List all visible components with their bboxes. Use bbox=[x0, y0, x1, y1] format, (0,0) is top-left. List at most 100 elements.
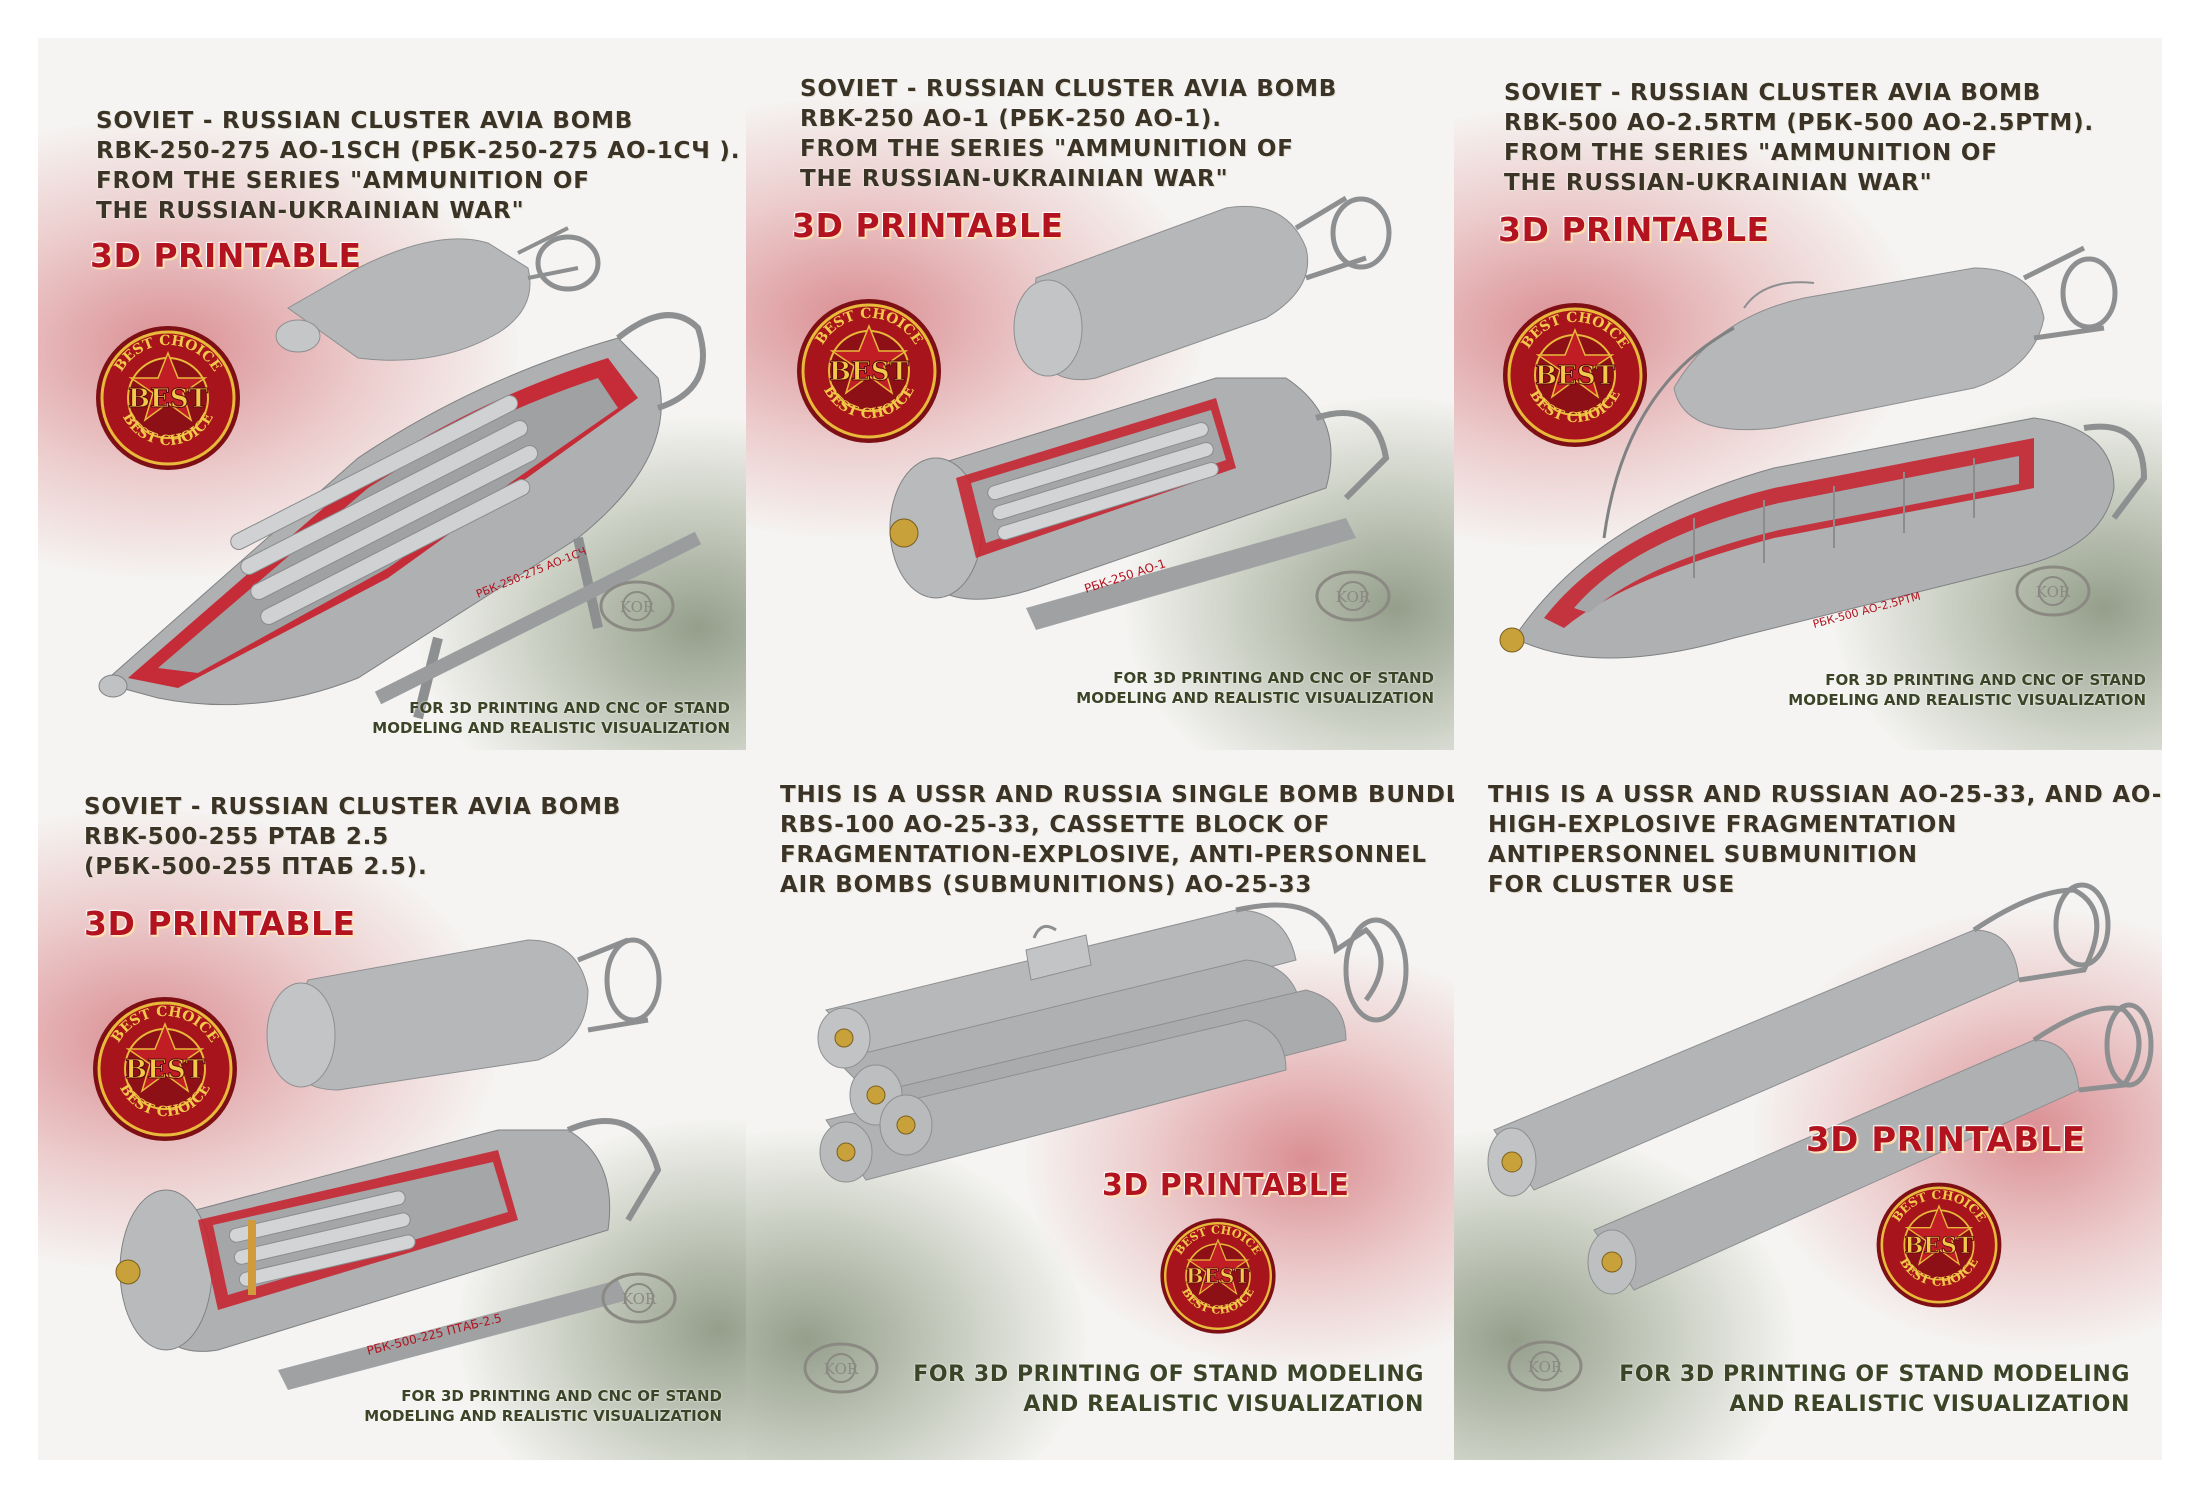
footer-line: FOR 3D PRINTING AND CNC OF STAND bbox=[1825, 671, 2146, 689]
bomb-illustration: РБК-250-275 АО-1СЧ bbox=[98, 226, 706, 720]
panel-title: SOVIET - RUSSIAN CLUSTER AVIA BOMB RBK-5… bbox=[84, 792, 621, 882]
best-choice-seal: BEST BEST CHOICE BEST CHOICE bbox=[1876, 1182, 2002, 1308]
svg-text:KOR: KOR bbox=[622, 1290, 657, 1308]
kor-logo: KOR bbox=[1507, 1340, 1583, 1392]
panel-footer: FOR 3D PRINTING AND CNC OF STAND MODELIN… bbox=[364, 1386, 722, 1426]
panel-footer: FOR 3D PRINTING OF STAND MODELING AND RE… bbox=[913, 1360, 1424, 1420]
svg-text:KOR: KOR bbox=[1336, 588, 1371, 606]
printable-badge: 3D PRINTABLE bbox=[90, 236, 362, 275]
bomb-bundle bbox=[817, 902, 1409, 1183]
title-line: RBK-250 AO-1 (РБК-250 АО-1). bbox=[800, 106, 1222, 132]
kor-logo: KOR bbox=[2015, 565, 2091, 617]
bomb-cutaway-main bbox=[98, 312, 706, 720]
footer-line: FOR 3D PRINTING OF STAND MODELING bbox=[1619, 1362, 2130, 1387]
bomb-cutaway-main bbox=[115, 1118, 662, 1390]
title-line: RBK-250-275 AO-1SCH (РБК-250-275 АО-1СЧ … bbox=[96, 138, 741, 164]
title-line: SOVIET - RUSSIAN CLUSTER AVIA BOMB bbox=[800, 76, 1338, 102]
product-panel-4: SOVIET - RUSSIAN CLUSTER AVIA BOMB RBK-5… bbox=[38, 750, 746, 1460]
bomb-illustration: РБК-500 АО-2.5РТМ bbox=[1499, 245, 2148, 659]
title-line: (РБК-500-255 ПТАБ 2.5). bbox=[84, 854, 428, 880]
svg-text:BEST: BEST bbox=[125, 1055, 206, 1085]
footer-line: MODELING AND REALISTIC VISUALIZATION bbox=[364, 1407, 722, 1425]
bomb-illustration bbox=[817, 902, 1409, 1183]
panel-title: SOVIET - RUSSIAN CLUSTER AVIA BOMB RBK-2… bbox=[800, 74, 1337, 194]
kor-logo: KOR bbox=[599, 580, 675, 632]
footer-line: FOR 3D PRINTING AND CNC OF STAND bbox=[1113, 669, 1434, 687]
printable-badge: 3D PRINTABLE bbox=[1498, 210, 1770, 249]
panel-title: THIS IS A USSR AND RUSSIA SINGLE BOMB BU… bbox=[780, 780, 1454, 900]
title-line: THE RUSSIAN-UKRAINIAN WAR" bbox=[1504, 170, 1933, 196]
best-choice-seal: BEST BEST CHOICE BEST CHOICE bbox=[1160, 1218, 1276, 1334]
svg-text:KOR: KOR bbox=[2036, 583, 2071, 601]
best-choice-seal: BEST BEST CHOICE BEST CHOICE bbox=[797, 299, 941, 443]
footer-line: AND REALISTIC VISUALIZATION bbox=[1023, 1392, 1424, 1417]
title-line: AIR BOMBS (SUBMUNITIONS) AO-25-33 bbox=[780, 872, 1313, 898]
bomb-illustration: РБК-500-225 ПТАБ-2.5 bbox=[115, 937, 662, 1390]
product-panel-5: THIS IS A USSR AND RUSSIA SINGLE BOMB BU… bbox=[746, 750, 1454, 1460]
title-line: ANTIPERSONNEL SUBMUNITION bbox=[1488, 842, 1918, 868]
panel-title: SOVIET - RUSSIAN CLUSTER AVIA BOMB RBK-5… bbox=[1504, 78, 2094, 198]
svg-text:KOR: KOR bbox=[824, 1360, 859, 1378]
product-panel-3: SOVIET - RUSSIAN CLUSTER AVIA BOMB RBK-5… bbox=[1454, 38, 2162, 750]
bomb-illustration bbox=[1487, 882, 2154, 1295]
bomb-cutaway-main bbox=[889, 377, 1390, 630]
title-line: SOVIET - RUSSIAN CLUSTER AVIA BOMB bbox=[96, 108, 634, 134]
best-choice-seal: BEST BEST CHOICE BEST CHOICE bbox=[96, 326, 240, 470]
footer-line: MODELING AND REALISTIC VISUALIZATION bbox=[372, 719, 730, 737]
title-line: FOR CLUSTER USE bbox=[1488, 872, 1736, 898]
title-line: HIGH-EXPLOSIVE FRAGMENTATION bbox=[1488, 812, 1958, 838]
panel-footer: FOR 3D PRINTING OF STAND MODELING AND RE… bbox=[1619, 1360, 2130, 1420]
product-panel-6: THIS IS A USSR AND RUSSIAN AO-25-33, AND… bbox=[1454, 750, 2162, 1460]
title-line: SOVIET - RUSSIAN CLUSTER AVIA BOMB bbox=[84, 794, 622, 820]
title-line: FRAGMENTATION-EXPLOSIVE, ANTI-PERSONNEL bbox=[780, 842, 1427, 868]
footer-line: AND REALISTIC VISUALIZATION bbox=[1729, 1392, 2130, 1417]
printable-badge: 3D PRINTABLE bbox=[84, 904, 356, 943]
title-line: RBS-100 AO-25-33, CASSETTE BLOCK OF bbox=[780, 812, 1331, 838]
svg-text:KOR: KOR bbox=[1528, 1358, 1563, 1376]
bomb-cutaway-main bbox=[1499, 326, 2148, 659]
bomb-illustration: РБК-250 АО-1 bbox=[889, 195, 1392, 630]
best-choice-seal: BEST BEST CHOICE BEST CHOICE bbox=[1503, 303, 1647, 447]
footer-line: FOR 3D PRINTING AND CNC OF STAND bbox=[409, 699, 730, 717]
bomb-shell-upper bbox=[266, 937, 662, 1091]
title-line: THE RUSSIAN-UKRAINIAN WAR" bbox=[800, 166, 1229, 192]
submunition-rear bbox=[1587, 1002, 2154, 1295]
footer-line: MODELING AND REALISTIC VISUALIZATION bbox=[1076, 689, 1434, 707]
panel-title: SOVIET - RUSSIAN CLUSTER AVIA BOMB RBK-2… bbox=[96, 106, 740, 226]
title-line: RBK-500-255 PTAB 2.5 bbox=[84, 824, 390, 850]
submunition-front bbox=[1487, 882, 2111, 1197]
title-line: THE RUSSIAN-UKRAINIAN WAR" bbox=[96, 198, 525, 224]
title-line: FROM THE SERIES "AMMUNITION OF bbox=[1504, 140, 1998, 166]
printable-badge: 3D PRINTABLE bbox=[1102, 1168, 1350, 1203]
panel-footer: FOR 3D PRINTING AND CNC OF STAND MODELIN… bbox=[372, 698, 730, 738]
panel-footer: FOR 3D PRINTING AND CNC OF STAND MODELIN… bbox=[1788, 670, 2146, 710]
svg-text:BEST: BEST bbox=[1186, 1263, 1250, 1288]
title-line: THIS IS A USSR AND RUSSIAN AO-25-33, AND… bbox=[1488, 782, 2162, 808]
footer-line: FOR 3D PRINTING AND CNC OF STAND bbox=[401, 1387, 722, 1405]
title-line: SOVIET - RUSSIAN CLUSTER AVIA BOMB bbox=[1504, 80, 2042, 106]
footer-line: FOR 3D PRINTING OF STAND MODELING bbox=[913, 1362, 1424, 1387]
svg-text:BEST: BEST bbox=[1904, 1233, 1973, 1259]
kor-logo: KOR bbox=[803, 1342, 879, 1394]
kor-logo: KOR bbox=[601, 1272, 677, 1324]
title-line: RBK-500 AO-2.5RTM (РБК-500 АО-2.5РТМ). bbox=[1504, 110, 2094, 136]
bomb-shell-upper bbox=[1673, 245, 2118, 431]
svg-text:BEST: BEST bbox=[1535, 361, 1616, 391]
footer-line: MODELING AND REALISTIC VISUALIZATION bbox=[1788, 691, 2146, 709]
bomb-shell-upper bbox=[275, 226, 601, 361]
panel-footer: FOR 3D PRINTING AND CNC OF STAND MODELIN… bbox=[1076, 668, 1434, 708]
title-line: FROM THE SERIES "AMMUNITION OF bbox=[96, 168, 590, 194]
panel-title: THIS IS A USSR AND RUSSIAN AO-25-33, AND… bbox=[1488, 780, 2162, 900]
svg-text:KOR: KOR bbox=[620, 598, 655, 616]
product-panel-2: SOVIET - RUSSIAN CLUSTER AVIA BOMB RBK-2… bbox=[746, 38, 1454, 750]
title-line: THIS IS A USSR AND RUSSIA SINGLE BOMB BU… bbox=[780, 782, 1454, 808]
printable-badge: 3D PRINTABLE bbox=[1806, 1120, 2086, 1160]
kor-logo: KOR bbox=[1315, 570, 1391, 622]
title-line: FROM THE SERIES "AMMUNITION OF bbox=[800, 136, 1294, 162]
svg-text:BEST: BEST bbox=[829, 357, 910, 387]
product-panel-1: SOVIET - RUSSIAN CLUSTER AVIA BOMB RBK-2… bbox=[38, 38, 746, 750]
bomb-shell-upper bbox=[1013, 195, 1392, 381]
svg-text:BEST: BEST bbox=[128, 384, 209, 414]
best-choice-seal: BEST BEST CHOICE BEST CHOICE bbox=[93, 997, 237, 1141]
printable-badge: 3D PRINTABLE bbox=[792, 206, 1064, 245]
